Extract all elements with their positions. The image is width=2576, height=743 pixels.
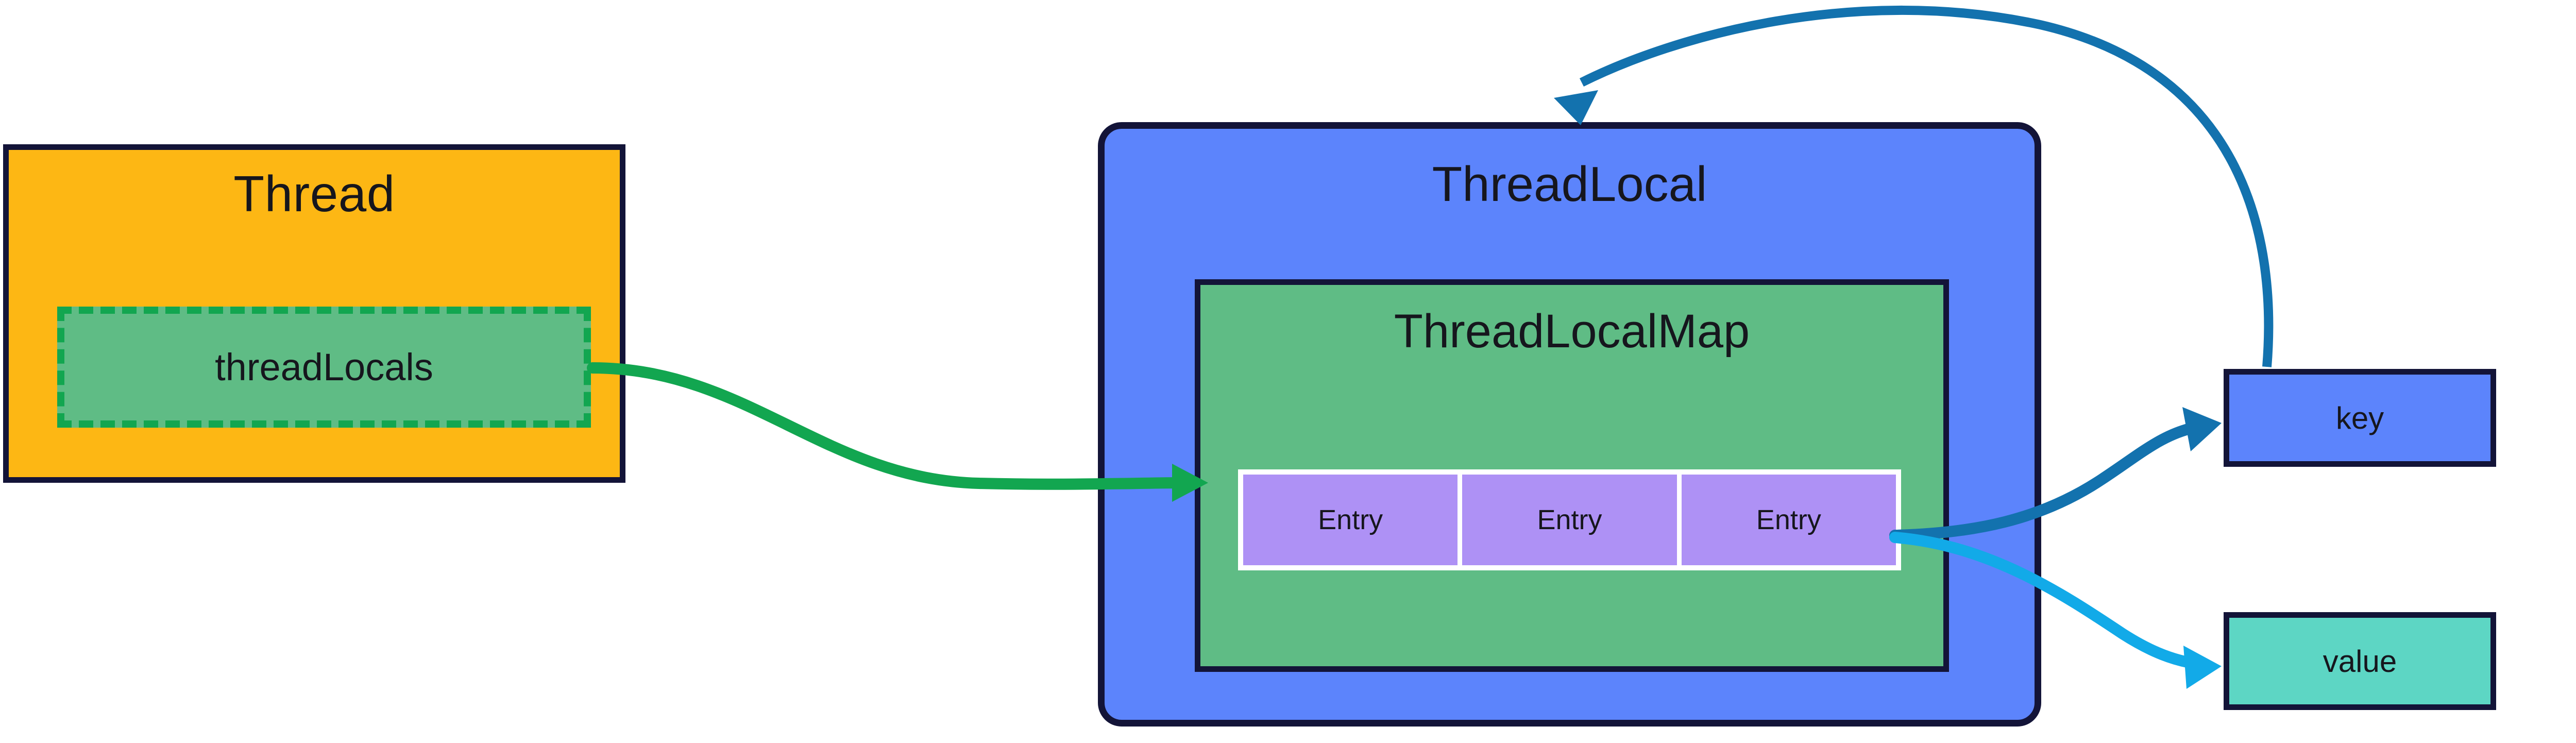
- key-label: key: [2335, 400, 2384, 435]
- thread-local-label: ThreadLocal: [1432, 157, 1707, 212]
- entry-cell: Entry: [1681, 475, 1896, 565]
- entry-cell: Entry: [1243, 475, 1458, 565]
- entry-label: Entry: [1756, 504, 1821, 535]
- entry-label: Entry: [1318, 504, 1383, 535]
- entry-label: Entry: [1537, 504, 1602, 535]
- thread-local-map-label: ThreadLocalMap: [1394, 305, 1750, 358]
- entry-cell: Entry: [1462, 475, 1677, 565]
- value-box: value: [2224, 612, 2496, 710]
- thread-label: Thread: [233, 165, 395, 222]
- thread-locals-label: threadLocals: [215, 346, 433, 389]
- value-label: value: [2323, 644, 2397, 679]
- thread-locals-field: threadLocals: [57, 307, 591, 428]
- entry-table: Entry Entry Entry: [1238, 469, 1901, 570]
- key-box: key: [2224, 369, 2496, 467]
